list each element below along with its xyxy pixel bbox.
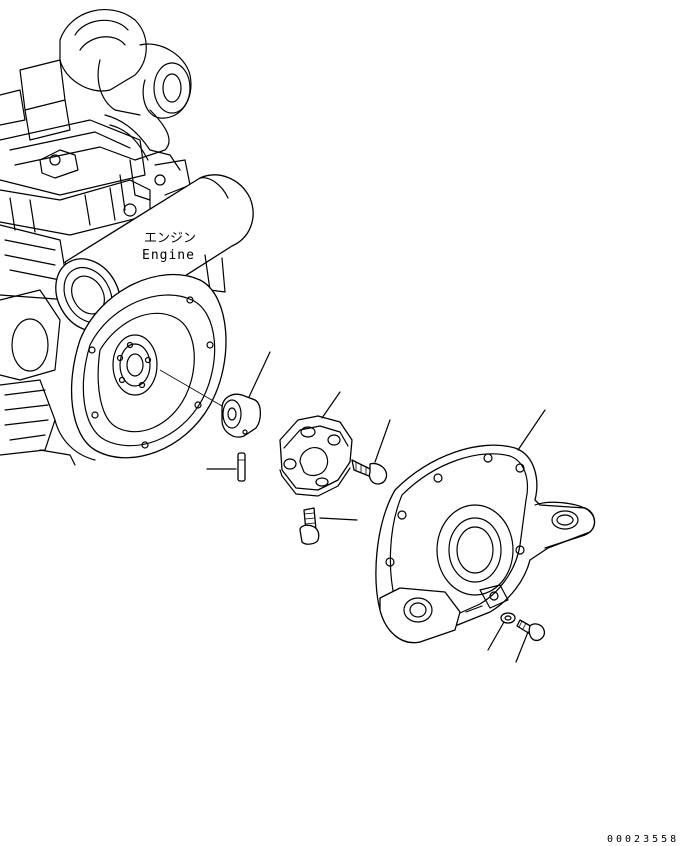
- engine-assembly: [0, 9, 254, 466]
- engine-label-japanese: エンジン: [144, 231, 196, 246]
- housing-bolt: [515, 619, 546, 663]
- coupling-spacer: [159, 351, 271, 438]
- pump-housing-cover: [375, 409, 596, 644]
- washer: [487, 612, 516, 651]
- flexible-coupling: [279, 391, 353, 497]
- mounting-bolt: [299, 507, 358, 545]
- spring-pin: [206, 452, 246, 482]
- engine-label: エンジン Engine: [142, 231, 196, 263]
- document-number: 00023558: [607, 834, 679, 845]
- engine-label-english: Engine: [142, 248, 195, 263]
- coupling-bolt: [351, 419, 391, 485]
